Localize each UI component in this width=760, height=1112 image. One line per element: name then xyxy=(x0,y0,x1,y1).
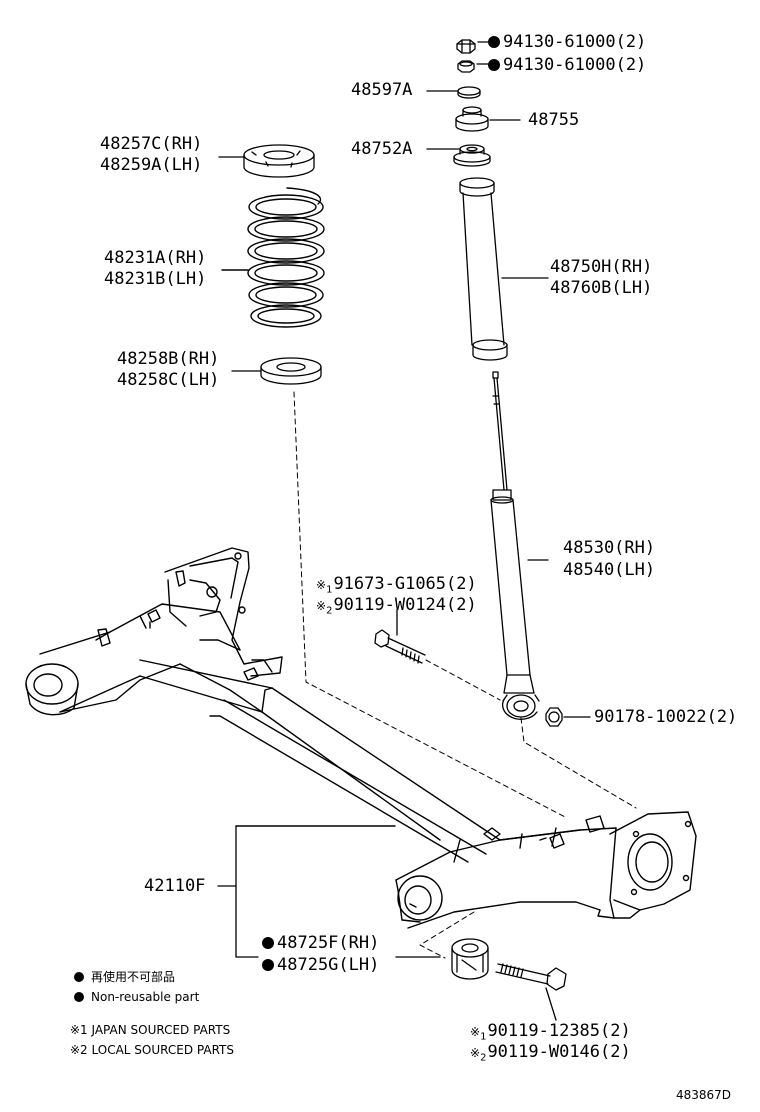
lower-nut-drawing xyxy=(545,707,591,727)
part-label-bolt-a-japan: ※191673-G1065(2) xyxy=(316,574,477,596)
part-label-upper-seat-rh: 48257C(RH) xyxy=(100,134,203,154)
washer-drawing xyxy=(426,86,481,99)
support-drawing xyxy=(455,106,521,132)
part-label-bolt-a-local: ※290119-W0124(2) xyxy=(316,595,477,617)
part-label-spring-lh: 48231B(LH) xyxy=(104,269,207,289)
part-label-boot-rh: 48750H(RH) xyxy=(550,257,653,277)
non-reusable-marker xyxy=(262,937,274,949)
upper-nut-1-drawing xyxy=(456,39,489,54)
upper-nut-2-drawing xyxy=(457,60,489,73)
non-reusable-marker xyxy=(488,36,500,48)
axle-beam-callout xyxy=(217,825,441,958)
part-label-absorber-rh: 48530(RH) xyxy=(563,538,656,558)
reference-mark: ※2 xyxy=(316,599,333,617)
non-reusable-marker xyxy=(74,972,84,982)
illustration-ref-code: 483867D xyxy=(676,1088,732,1102)
coil-spring-drawing xyxy=(221,187,325,328)
reference-mark: ※2 xyxy=(470,1046,487,1064)
assembly-dashed-lines xyxy=(293,391,637,959)
legend-non-reusable-jp: 再使用不可部品 xyxy=(74,970,175,985)
bolt-a-drawing xyxy=(374,609,426,664)
part-label-upper-nut-1: 94130-61000(2) xyxy=(488,32,646,52)
part-label-spring-rh: 48231A(RH) xyxy=(104,248,207,268)
non-reusable-marker xyxy=(488,59,500,71)
part-label-upper-seat-lh: 48259A(LH) xyxy=(100,155,203,175)
bushing-drawing xyxy=(451,938,489,980)
part-label-washer: 48597A xyxy=(351,80,413,100)
part-label-lower-seat-lh: 48258C(LH) xyxy=(117,370,220,390)
part-label-bushing-rh: 48725F(RH) xyxy=(262,933,379,953)
legend-non-reusable-en: Non-reusable part xyxy=(74,990,199,1005)
reference-mark: ※1 xyxy=(470,1025,487,1043)
absorber-drawing xyxy=(490,371,549,720)
part-label-bushing-lh: 48725G(LH) xyxy=(262,955,379,975)
upper-seat-drawing xyxy=(218,144,315,178)
legend-japan-sourced: ※1 JAPAN SOURCED PARTS xyxy=(70,1023,231,1037)
lower-seat-drawing xyxy=(231,357,322,385)
axle-beam-drawing xyxy=(25,547,697,929)
retainer-drawing xyxy=(426,144,491,167)
part-label-retainer: 48752A xyxy=(351,139,413,159)
part-label-lower-nut: 90178-10022(2) xyxy=(594,707,738,727)
reference-mark: ※1 xyxy=(316,578,333,596)
non-reusable-marker xyxy=(262,959,274,971)
non-reusable-marker xyxy=(74,992,84,1002)
part-label-boot-lh: 48760B(LH) xyxy=(550,278,653,298)
legend-local-sourced: ※2 LOCAL SOURCED PARTS xyxy=(70,1043,234,1057)
part-label-absorber-lh: 48540(LH) xyxy=(563,560,656,580)
part-label-support: 48755 xyxy=(528,110,580,130)
part-label-upper-nut-2: 94130-61000(2) xyxy=(488,55,646,75)
part-label-bolt-b-local: ※290119-W0146(2) xyxy=(470,1042,631,1064)
bolt-b-drawing xyxy=(495,963,567,1021)
part-label-axle-beam: 42110F xyxy=(144,876,206,896)
part-label-bolt-b-japan: ※190119-12385(2) xyxy=(470,1021,631,1043)
part-label-lower-seat-rh: 48258B(RH) xyxy=(117,349,220,369)
boot-drawing xyxy=(459,177,549,361)
